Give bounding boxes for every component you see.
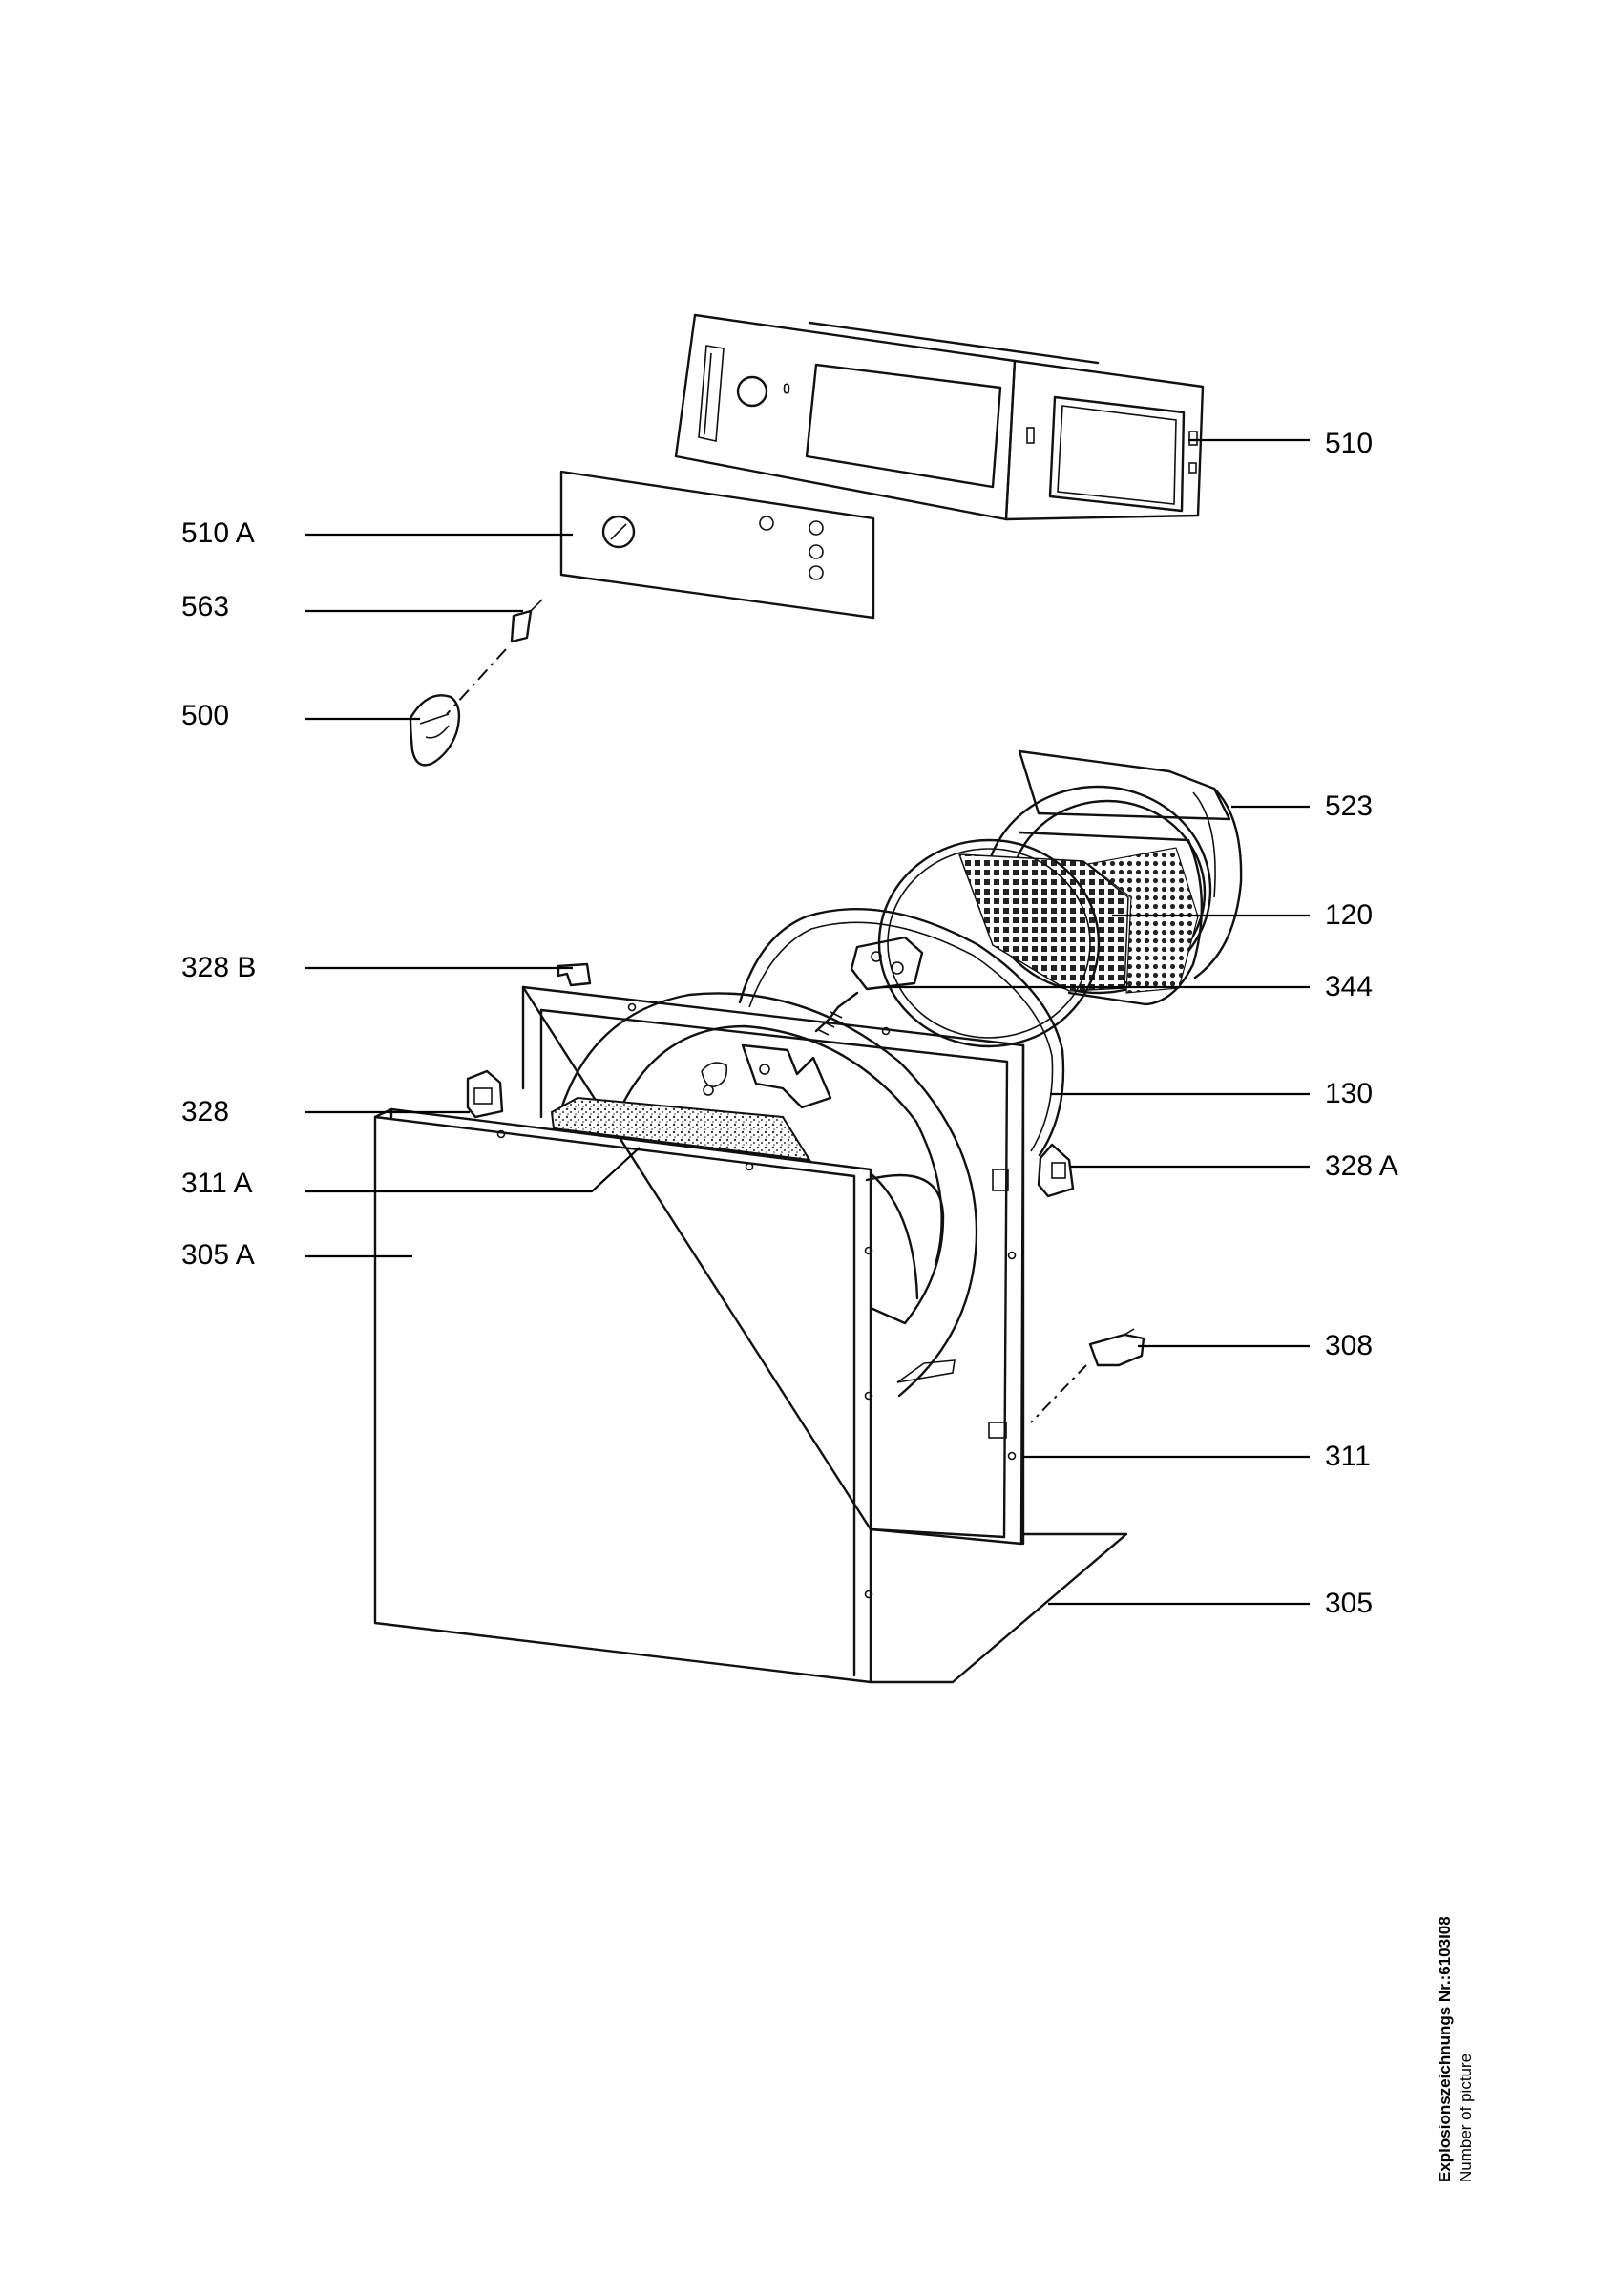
callout-510a: 510 A (181, 517, 255, 549)
callout-308: 308 (1325, 1330, 1374, 1361)
callout-328b: 328 B (181, 952, 257, 983)
leader-311a (305, 1147, 641, 1193)
latch-308 (1030, 1328, 1145, 1423)
knob-500 (409, 694, 461, 767)
callout-328: 328 (181, 1096, 230, 1127)
callout-523: 523 (1325, 790, 1374, 822)
filter-311a (550, 1096, 811, 1162)
hinge-328 (466, 1069, 504, 1119)
picture-number-caption: Number of picture (1457, 2053, 1475, 2182)
callout-500: 500 (181, 700, 230, 731)
control-panel-housing-510 (674, 313, 1205, 521)
callout-311a: 311 A (181, 1168, 253, 1199)
bracket-344 (814, 936, 924, 1036)
callout-563: 563 (181, 591, 230, 622)
callout-305a: 305 A (181, 1239, 255, 1271)
callout-120: 120 (1325, 899, 1374, 931)
callout-328a: 328 A (1325, 1150, 1398, 1182)
front-panel-510a (559, 470, 875, 620)
switch-part-563 (446, 599, 543, 715)
callout-344: 344 (1325, 971, 1374, 1002)
callout-510: 510 (1325, 428, 1374, 459)
door-panel-305a (373, 1107, 873, 1684)
hinge-bracket-328b (557, 962, 592, 987)
callout-130: 130 (1325, 1078, 1374, 1109)
callout-305: 305 (1325, 1588, 1374, 1619)
seal-ring-130 (738, 908, 1065, 1157)
drum-120 (877, 831, 1204, 1048)
picture-number-label: Explosionszeichnungs Nr.:6103I08 (1436, 1916, 1454, 2182)
picture-number-note: Explosionszeichnungs Nr.:6103I08 Number … (1435, 1916, 1477, 2182)
base-plate-305 (869, 1532, 1128, 1684)
front-frame (521, 985, 1025, 1546)
hinge-328a (1037, 1143, 1075, 1198)
callout-311: 311 (1325, 1441, 1371, 1472)
